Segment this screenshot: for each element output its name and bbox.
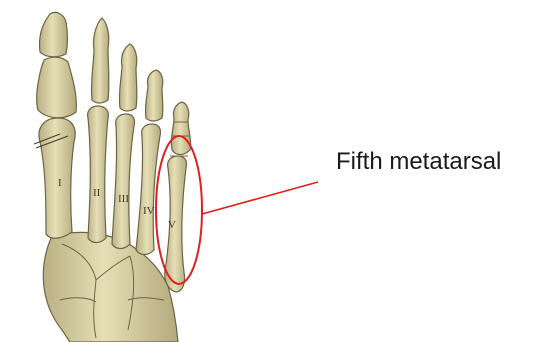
numeral-first: I [58,177,62,189]
numeral-third: III [118,193,129,205]
callout-leader-line [202,182,318,214]
callout-label-fifth-metatarsal: Fifth metatarsal [336,148,501,176]
third-metatarsal [112,114,135,249]
first-proximal-phalanx [37,57,77,118]
numeral-second: II [93,187,101,199]
first-distal-phalanx [39,12,67,56]
tarsal-bones [43,232,178,342]
third-phalanges [119,44,136,111]
numeral-fifth: V [168,219,176,231]
second-phalanges [91,18,108,103]
fourth-phalanges [145,70,162,121]
fifth-phalanges [171,102,190,155]
numeral-fourth: IV [143,205,155,217]
second-metatarsal [88,106,109,243]
